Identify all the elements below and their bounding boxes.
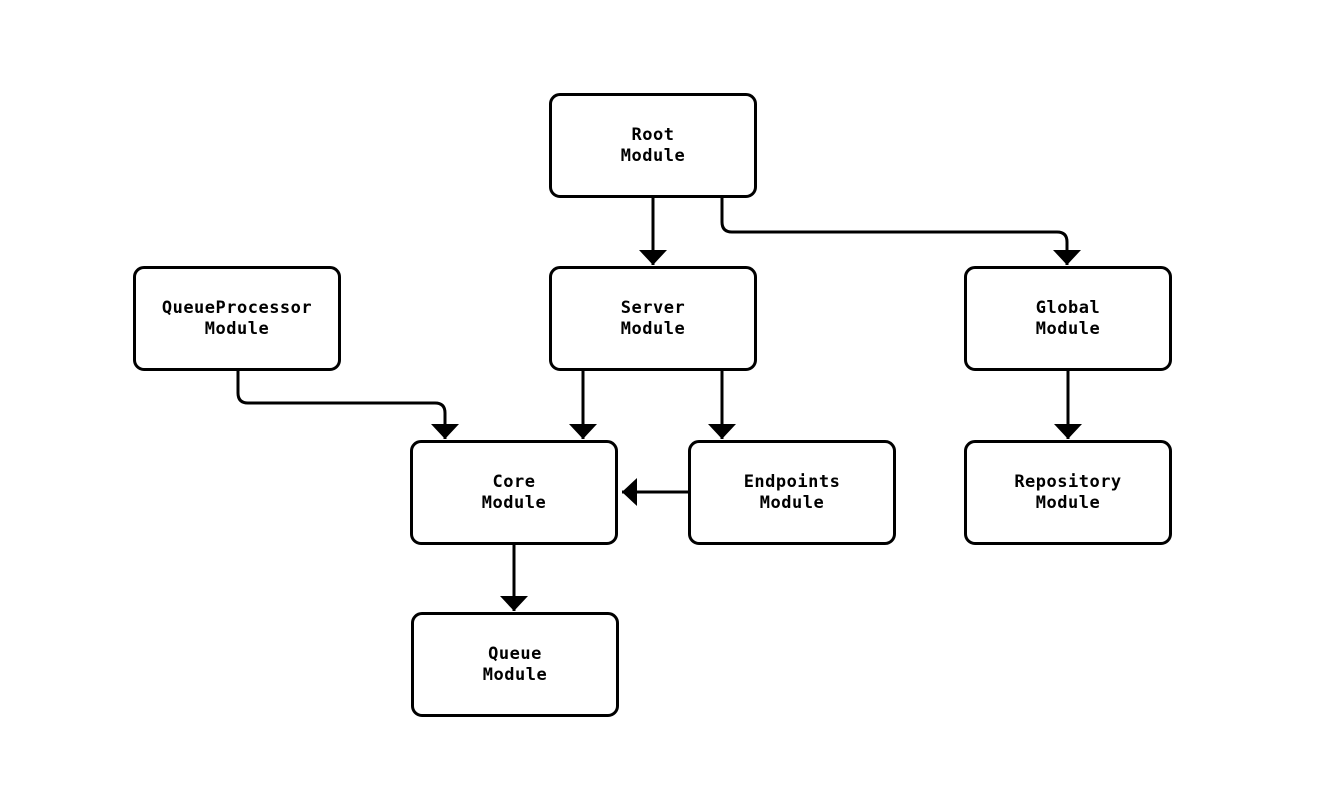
node-global-module-label-line1: Global bbox=[1035, 297, 1101, 318]
node-queueprocessor-module-label-line1: QueueProcessor bbox=[161, 297, 313, 318]
node-queue-module-label-line2: Module bbox=[482, 664, 548, 685]
edge-queueprocessor-module-to-core-module bbox=[236, 371, 459, 439]
node-endpoints-module-label-line2: Module bbox=[759, 492, 825, 513]
node-global-module: Global Module bbox=[964, 266, 1172, 371]
node-core-module-label-line2: Module bbox=[481, 492, 547, 513]
node-queueprocessor-module-label-line2: Module bbox=[204, 318, 270, 339]
node-queue-module: Queue Module bbox=[411, 612, 619, 717]
node-repository-module-label-line1: Repository bbox=[1014, 471, 1122, 492]
node-server-module: Server Module bbox=[549, 266, 757, 371]
node-root-module-label-line2: Module bbox=[620, 145, 686, 166]
node-queue-module-label-line1: Queue bbox=[488, 643, 542, 664]
node-repository-module: Repository Module bbox=[964, 440, 1172, 545]
node-core-module-label-line1: Core bbox=[492, 471, 536, 492]
node-root-module-label-line1: Root bbox=[631, 124, 675, 145]
node-queueprocessor-module: QueueProcessor Module bbox=[133, 266, 341, 371]
node-core-module: Core Module bbox=[410, 440, 618, 545]
node-endpoints-module-label-line1: Endpoints bbox=[743, 471, 841, 492]
node-global-module-label-line2: Module bbox=[1035, 318, 1101, 339]
edge-root-module-to-global-module bbox=[720, 198, 1081, 265]
node-endpoints-module: Endpoints Module bbox=[688, 440, 896, 545]
node-repository-module-label-line2: Module bbox=[1035, 492, 1101, 513]
node-server-module-label-line1: Server bbox=[620, 297, 686, 318]
node-root-module: Root Module bbox=[549, 93, 757, 198]
node-server-module-label-line2: Module bbox=[620, 318, 686, 339]
